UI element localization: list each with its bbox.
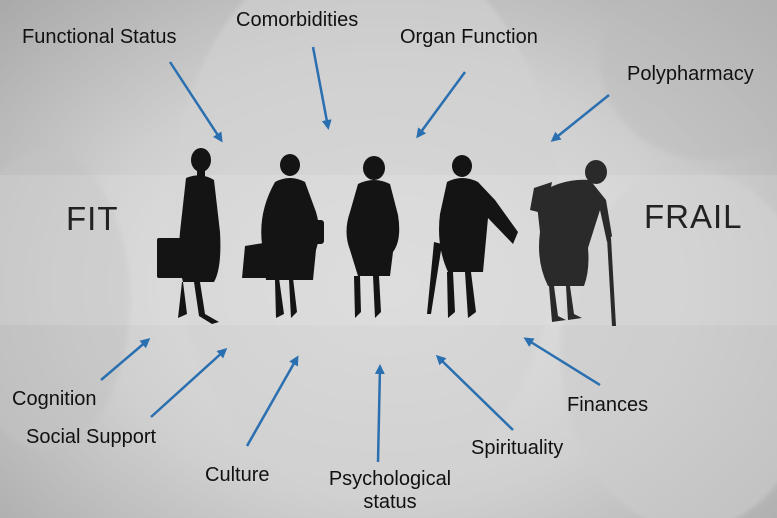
factor-polypharmacy: Polypharmacy	[627, 63, 754, 85]
factor-comorbidities: Comorbidities	[236, 9, 359, 31]
factor-finances: Finances	[567, 394, 649, 416]
arrow-comorbidities	[311, 46, 332, 130]
figure-stooped-woman-with-cane	[530, 160, 616, 326]
factor-cognition: Cognition	[12, 388, 97, 410]
figure-woman-walking	[346, 156, 400, 318]
arrow-organ-function	[416, 71, 467, 139]
arrow-cognition	[100, 338, 151, 381]
factor-functional-status: Functional Status	[22, 26, 177, 48]
factor-organ-function: Organ Function	[400, 26, 538, 48]
background-portrait-left	[0, 150, 130, 450]
factor-culture: Culture	[205, 464, 270, 486]
figure-woman-with-cane	[427, 155, 518, 318]
arrow-spirituality	[435, 354, 514, 431]
arrow-finances	[523, 337, 601, 387]
arrow-social-support	[150, 347, 228, 418]
arrow-functional-status	[168, 61, 223, 143]
background-portrait-right	[560, 170, 777, 518]
figure-woman-with-bag	[242, 154, 324, 318]
arrow-polypharmacy	[550, 94, 610, 142]
factor-spirituality: Spirituality	[471, 437, 564, 459]
factor-psychological-status: Psychological status	[328, 468, 452, 513]
arrow-culture	[245, 355, 299, 447]
arrow-psychological-status	[374, 364, 385, 463]
frail-label: FRAIL	[644, 198, 743, 235]
factor-social-support: Social Support	[26, 426, 157, 448]
figure-woman-with-handbag	[157, 148, 221, 324]
fit-label: FIT	[66, 200, 119, 237]
